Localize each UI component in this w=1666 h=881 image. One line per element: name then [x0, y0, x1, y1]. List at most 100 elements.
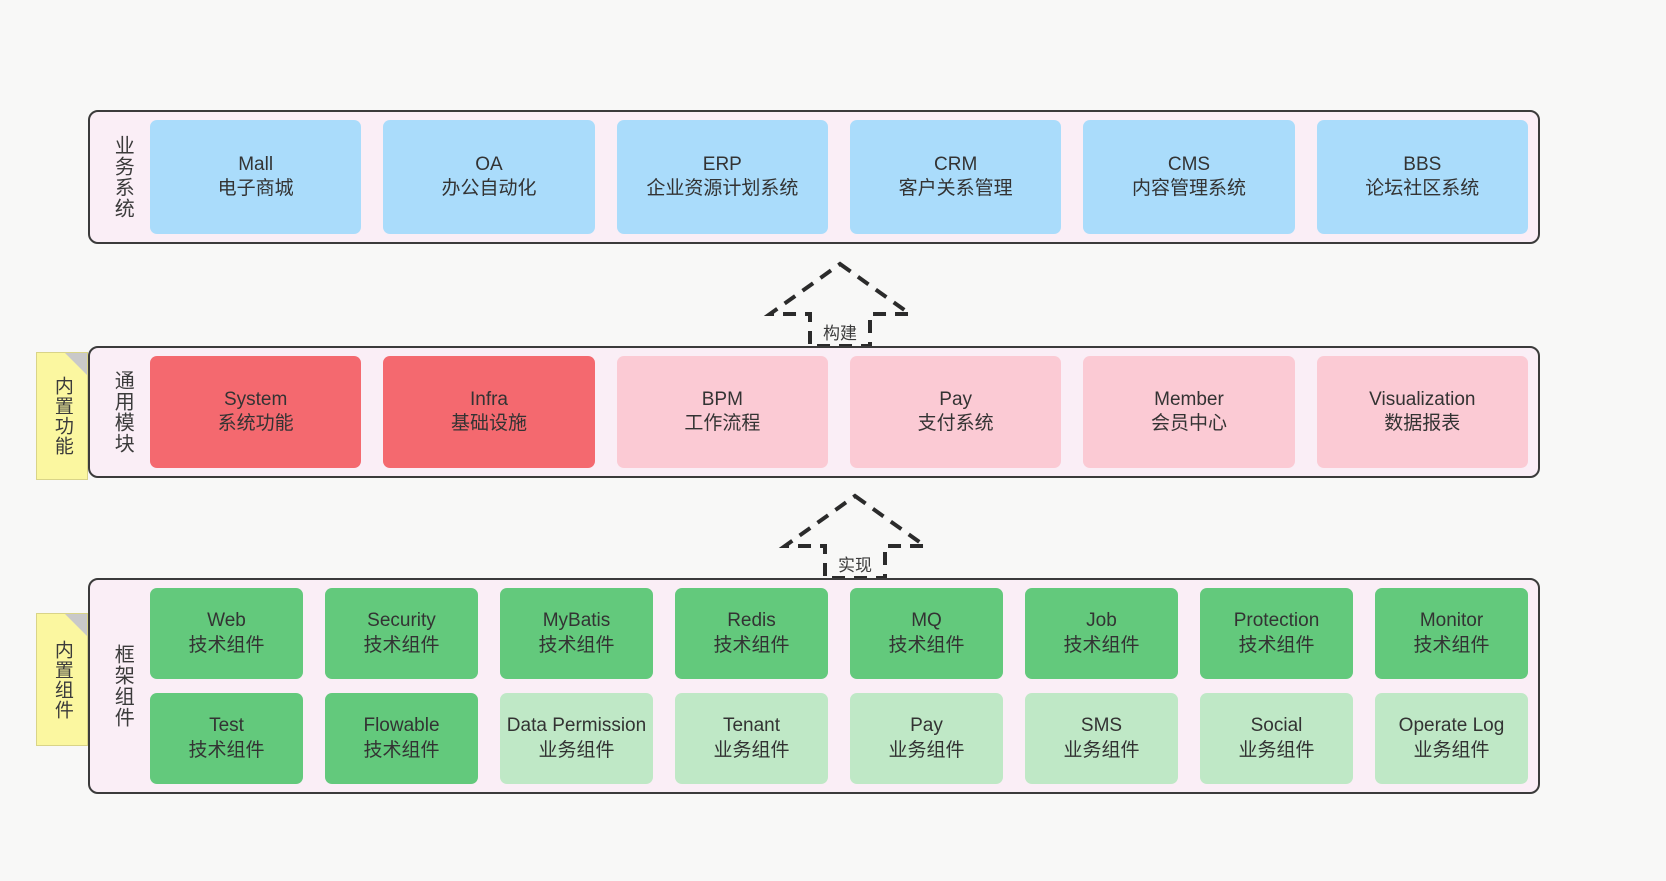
- common-card-grid: System 系统功能 Infra 基础设施 BPM 工作流程 Pay 支付系统…: [144, 356, 1528, 468]
- business-card-row: Mall 电子商城 OA 办公自动化 ERP 企业资源计划系统 CRM 客户关系…: [150, 120, 1528, 234]
- layer-common-module: 通用模块 System 系统功能 Infra 基础设施 BPM 工作流程 Pay…: [88, 346, 1540, 478]
- card-title: ERP: [702, 153, 742, 175]
- arrow-up-hollow-icon: [763, 261, 917, 348]
- card-title: Tenant: [722, 715, 781, 737]
- card-title: System: [223, 388, 288, 410]
- card-mall[interactable]: Mall 电子商城: [150, 120, 362, 234]
- card-title: Social: [1250, 715, 1303, 737]
- card-subtitle: 技术组件: [188, 634, 265, 656]
- card-title: Web: [207, 610, 246, 632]
- card-pay-component[interactable]: Pay 业务组件: [850, 693, 1003, 784]
- card-crm[interactable]: CRM 客户关系管理: [849, 120, 1062, 234]
- card-bpm[interactable]: BPM 工作流程: [616, 356, 828, 468]
- sticky-note-label: 内置功能: [51, 376, 73, 456]
- card-subtitle: 技术组件: [538, 634, 615, 656]
- card-title: Member: [1154, 388, 1224, 410]
- card-web[interactable]: Web 技术组件: [150, 588, 303, 679]
- card-title: CRM: [934, 153, 978, 175]
- card-title: Redis: [727, 610, 776, 632]
- card-member[interactable]: Member 会员中心: [1083, 356, 1295, 468]
- business-card-grid: Mall 电子商城 OA 办公自动化 ERP 企业资源计划系统 CRM 客户关系…: [144, 120, 1528, 234]
- card-subtitle: 论坛社区系统: [1365, 178, 1480, 199]
- card-subtitle: 会员中心: [1150, 413, 1227, 434]
- card-subtitle: 业务组件: [1063, 739, 1140, 761]
- card-subtitle: 支付系统: [917, 413, 994, 434]
- card-title: Protection: [1233, 610, 1320, 632]
- sticky-note-builtin-component: 内置组件: [36, 613, 88, 746]
- card-subtitle: 技术组件: [188, 739, 265, 761]
- card-subtitle: 业务组件: [1238, 739, 1315, 761]
- framework-card-grid: Web 技术组件 Security 技术组件 MyBatis 技术组件 Redi…: [144, 588, 1528, 784]
- page-fold-icon: [65, 614, 87, 636]
- card-subtitle: 数据报表: [1384, 413, 1461, 434]
- sticky-note-label: 内置组件: [51, 639, 73, 720]
- card-subtitle: 业务组件: [538, 739, 615, 761]
- card-job[interactable]: Job 技术组件: [1025, 588, 1178, 679]
- common-card-row: System 系统功能 Infra 基础设施 BPM 工作流程 Pay 支付系统…: [150, 356, 1528, 468]
- card-subtitle: 技术组件: [1063, 634, 1140, 656]
- framework-card-row-tech: Web 技术组件 Security 技术组件 MyBatis 技术组件 Redi…: [150, 588, 1528, 679]
- card-subtitle: 电子商城: [217, 178, 294, 199]
- card-subtitle: 业务组件: [713, 739, 790, 761]
- card-title: Data Permission: [506, 715, 647, 737]
- card-operate-log[interactable]: Operate Log 业务组件: [1375, 693, 1528, 784]
- card-redis[interactable]: Redis 技术组件: [675, 588, 828, 679]
- card-cms[interactable]: CMS 内容管理系统: [1083, 120, 1295, 234]
- card-flowable[interactable]: Flowable 技术组件: [325, 693, 478, 784]
- card-subtitle: 办公自动化: [441, 178, 537, 199]
- arrow-build: 构建: [760, 258, 920, 350]
- card-bbs[interactable]: BBS 论坛社区系统: [1316, 120, 1528, 234]
- card-title: Pay: [939, 388, 973, 410]
- card-system[interactable]: System 系统功能: [150, 356, 362, 468]
- layer-title-business-system: 业务系统: [111, 135, 134, 219]
- card-title: BPM: [701, 388, 743, 410]
- card-title: MQ: [911, 610, 942, 632]
- layer-title-framework-component: 框架组件: [111, 644, 134, 728]
- card-subtitle: 基础设施: [450, 413, 527, 434]
- card-title: Flowable: [363, 715, 440, 737]
- card-subtitle: 技术组件: [888, 634, 965, 656]
- card-subtitle: 业务组件: [1413, 739, 1490, 761]
- layer-title-common-module: 通用模块: [111, 370, 134, 454]
- card-subtitle: 业务组件: [888, 739, 965, 761]
- card-security[interactable]: Security 技术组件: [325, 588, 478, 679]
- card-protection[interactable]: Protection 技术组件: [1200, 588, 1353, 679]
- card-title: SMS: [1080, 715, 1123, 737]
- card-test[interactable]: Test 技术组件: [150, 693, 303, 784]
- card-monitor[interactable]: Monitor 技术组件: [1375, 588, 1528, 679]
- card-subtitle: 内容管理系统: [1131, 178, 1246, 199]
- card-title: Pay: [910, 715, 943, 737]
- card-title: MyBatis: [542, 610, 611, 632]
- card-pay[interactable]: Pay 支付系统: [849, 356, 1062, 468]
- layer-framework-component: 框架组件 Web 技术组件 Security 技术组件 MyBatis 技术组件…: [88, 578, 1540, 794]
- arrow-up-hollow-icon: [778, 493, 932, 580]
- card-title: Mall: [238, 153, 274, 175]
- card-subtitle: 客户关系管理: [898, 178, 1013, 199]
- card-title: Infra: [469, 388, 508, 410]
- card-title: Operate Log: [1398, 715, 1505, 737]
- card-title: Job: [1086, 610, 1117, 632]
- card-subtitle: 工作流程: [684, 413, 761, 434]
- card-title: BBS: [1403, 153, 1442, 175]
- page-fold-icon: [65, 353, 87, 375]
- card-title: Visualization: [1369, 388, 1476, 410]
- card-title: OA: [475, 153, 503, 175]
- card-sms[interactable]: SMS 业务组件: [1025, 693, 1178, 784]
- card-subtitle: 技术组件: [1413, 634, 1490, 656]
- card-subtitle: 技术组件: [363, 739, 440, 761]
- card-subtitle: 技术组件: [1238, 634, 1315, 656]
- card-title: Test: [209, 715, 244, 737]
- card-social[interactable]: Social 业务组件: [1200, 693, 1353, 784]
- arrow-realize: 实现: [775, 490, 935, 582]
- card-erp[interactable]: ERP 企业资源计划系统: [616, 120, 828, 234]
- card-visualization[interactable]: Visualization 数据报表: [1316, 356, 1528, 468]
- card-subtitle: 系统功能: [217, 413, 294, 434]
- card-subtitle: 企业资源计划系统: [646, 178, 799, 199]
- card-mq[interactable]: MQ 技术组件: [850, 588, 1003, 679]
- card-tenant[interactable]: Tenant 业务组件: [675, 693, 828, 784]
- card-oa[interactable]: OA 办公自动化: [383, 120, 595, 234]
- card-data-permission[interactable]: Data Permission 业务组件: [500, 693, 653, 784]
- card-infra[interactable]: Infra 基础设施: [383, 356, 595, 468]
- card-mybatis[interactable]: MyBatis 技术组件: [500, 588, 653, 679]
